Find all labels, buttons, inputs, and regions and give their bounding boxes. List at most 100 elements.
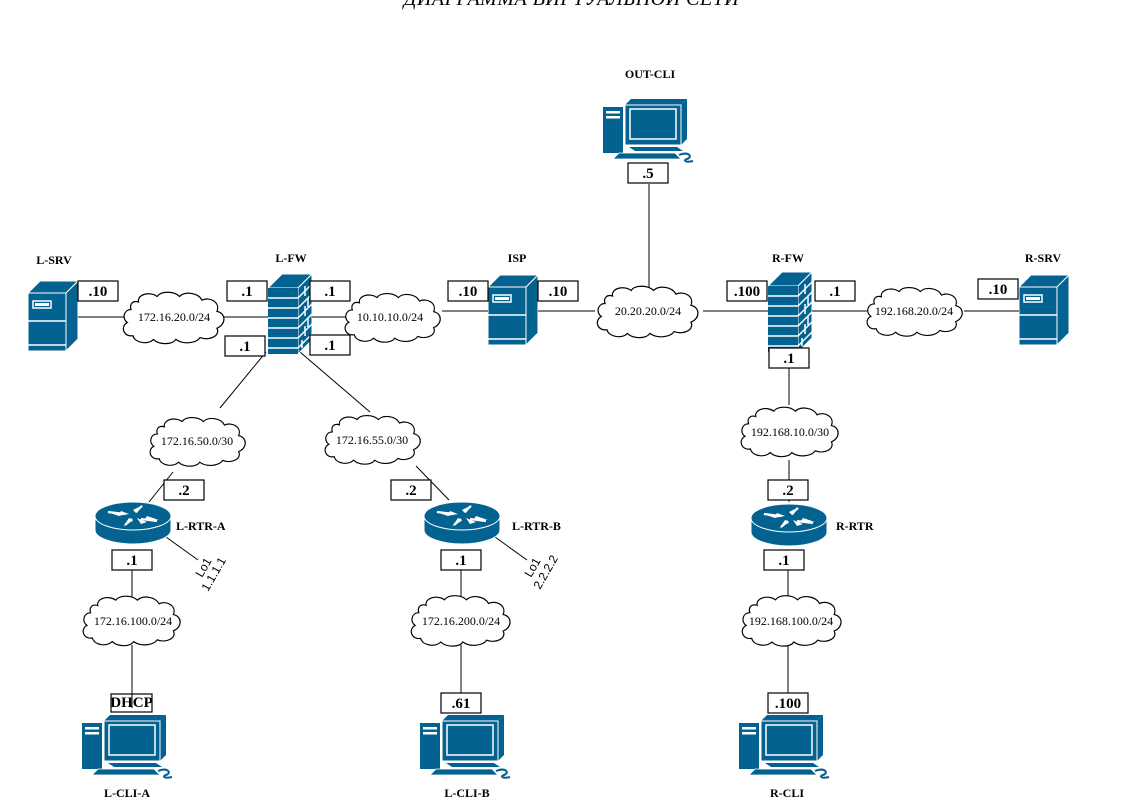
- address-label: .1: [783, 351, 794, 367]
- network-label: 10.10.10.0/24: [357, 310, 423, 324]
- address-box-frame: [726, 280, 768, 302]
- address-label: .100: [734, 284, 760, 300]
- firewall-icon: [268, 274, 312, 354]
- network-cloud-lsrv: 172.16.20.0/24: [122, 291, 225, 345]
- node-label: R-SRV: [1025, 251, 1062, 265]
- address-label: .1: [778, 553, 789, 569]
- address-box-frame: [226, 280, 268, 302]
- address-box-frame: [110, 693, 153, 713]
- network-label: 192.168.20.0/24: [875, 304, 953, 318]
- diagram-title: ДИАГРАММА ВИРТУАЛЬНОЙ СЕТИ: [0, 0, 1143, 11]
- network-label: 172.16.55.0/30: [336, 433, 408, 447]
- address-box-frame: [224, 335, 266, 357]
- address-box-r-fw-isp: .100: [726, 280, 768, 302]
- workstation-icon: [82, 714, 173, 779]
- node-r-fw[interactable]: R-FW: [768, 251, 812, 352]
- address-label: DHCP: [110, 695, 153, 711]
- node-label: R-CLI: [770, 786, 804, 800]
- address-label: .10: [549, 284, 568, 300]
- node-label: L-CLI-B: [444, 786, 489, 800]
- address-box-frame: [537, 280, 579, 302]
- link-rtrb-loopback: [494, 536, 528, 561]
- network-cloud-lisp: 10.10.10.0/24: [344, 292, 441, 343]
- address-box-l-rtr-a-up: .2: [163, 479, 205, 501]
- address-box-frame: [440, 549, 482, 571]
- link-neta-rtra: [148, 471, 174, 503]
- address-label: .1: [239, 339, 250, 355]
- node-out-cli[interactable]: OUT-CLI: [603, 67, 694, 163]
- address-box-l-cli-b: .61: [440, 692, 482, 714]
- workstation-icon: [603, 98, 694, 163]
- network-cloud-rsrv: 192.168.20.0/24: [866, 286, 963, 337]
- network-cloud-clib: 172.16.200.0/24: [410, 595, 511, 647]
- address-box-frame: [767, 479, 809, 501]
- address-box-l-rtr-b-down: .1: [440, 549, 482, 571]
- node-label: L-SRV: [36, 253, 72, 267]
- node-label: L-CLI-A: [104, 786, 150, 800]
- address-box-isp-right: .10: [537, 280, 579, 302]
- address-boxes: .10.1.1.1.1.10.10.5.100.1.1.10.2.1.2.1.2…: [77, 162, 1019, 714]
- address-box-l-rtr-b-up: .2: [390, 479, 432, 501]
- node-r-srv[interactable]: R-SRV: [1019, 251, 1069, 345]
- address-box-l-fw-a: .1: [224, 335, 266, 357]
- address-box-frame: [163, 479, 205, 501]
- node-isp[interactable]: ISP: [488, 251, 538, 345]
- address-box-l-fw-isp: .1: [309, 280, 351, 302]
- address-box-l-rtr-a-down: .1: [111, 549, 153, 571]
- address-box-frame: [440, 692, 482, 714]
- link-lfw-neta: [219, 351, 267, 409]
- node-l-fw[interactable]: L-FW: [268, 251, 312, 354]
- network-label: 192.168.10.0/30: [751, 425, 829, 439]
- address-box-r-rtr-down: .1: [763, 549, 805, 571]
- address-box-frame: [111, 549, 153, 571]
- address-box-r-fw-rtr: .1: [768, 347, 810, 369]
- node-label: R-FW: [772, 251, 804, 265]
- address-label: .10: [989, 282, 1008, 298]
- address-box-frame: [309, 280, 351, 302]
- address-label: .1: [324, 284, 335, 300]
- network-label: 172.16.200.0/24: [422, 614, 500, 628]
- address-box-l-cli-a: DHCP: [110, 693, 153, 713]
- node-r-cli[interactable]: R-CLI: [739, 714, 830, 800]
- server-icon: [488, 275, 538, 345]
- node-r-rtr[interactable]: R-RTR: [751, 502, 874, 548]
- node-l-srv[interactable]: L-SRV: [28, 253, 78, 351]
- workstation-icon: [420, 714, 511, 779]
- server-icon: [1019, 275, 1069, 345]
- address-box-r-srv: .10: [977, 278, 1019, 300]
- firewall-icon: [768, 272, 812, 352]
- router-icon: [424, 500, 500, 546]
- address-label: .10: [89, 284, 108, 300]
- address-label: .1: [126, 553, 137, 569]
- node-label: OUT-CLI: [625, 67, 676, 81]
- address-box-r-rtr-up: .2: [767, 479, 809, 501]
- node-label: ISP: [508, 251, 527, 265]
- address-box-l-fw-b: .1: [309, 334, 351, 356]
- address-label: .1: [324, 338, 335, 354]
- node-l-cli-a[interactable]: L-CLI-A: [82, 714, 173, 800]
- address-label: .2: [178, 483, 189, 499]
- address-box-isp-left: .10: [447, 280, 489, 302]
- address-label: .1: [455, 553, 466, 569]
- link-lfw-netb: [299, 351, 371, 413]
- address-label: .10: [459, 284, 478, 300]
- network-cloud-clia: 172.16.100.0/24: [82, 595, 181, 647]
- network-label: 172.16.50.0/30: [161, 434, 233, 448]
- address-box-frame: [977, 278, 1019, 300]
- network-label: 172.16.20.0/24: [138, 310, 210, 324]
- address-box-frame: [77, 280, 119, 302]
- node-l-cli-b[interactable]: L-CLI-B: [420, 714, 511, 800]
- workstation-icon: [739, 714, 830, 779]
- address-label: .5: [642, 166, 653, 182]
- address-box-out-cli: .5: [627, 162, 669, 184]
- address-box-frame: [447, 280, 489, 302]
- node-l-rtr-b[interactable]: L-RTR-B Lo1 2.2.2.2: [424, 500, 561, 592]
- router-icon: [95, 500, 171, 546]
- network-cloud-lb: 172.16.55.0/30: [324, 414, 421, 465]
- node-l-rtr-a[interactable]: L-RTR-A Lo1 1.1.1.1: [95, 500, 229, 594]
- router-icon: [751, 502, 827, 548]
- address-label: .61: [452, 696, 471, 712]
- address-label: .2: [405, 483, 416, 499]
- network-cloud-rcli: 192.168.100.0/24: [741, 595, 842, 647]
